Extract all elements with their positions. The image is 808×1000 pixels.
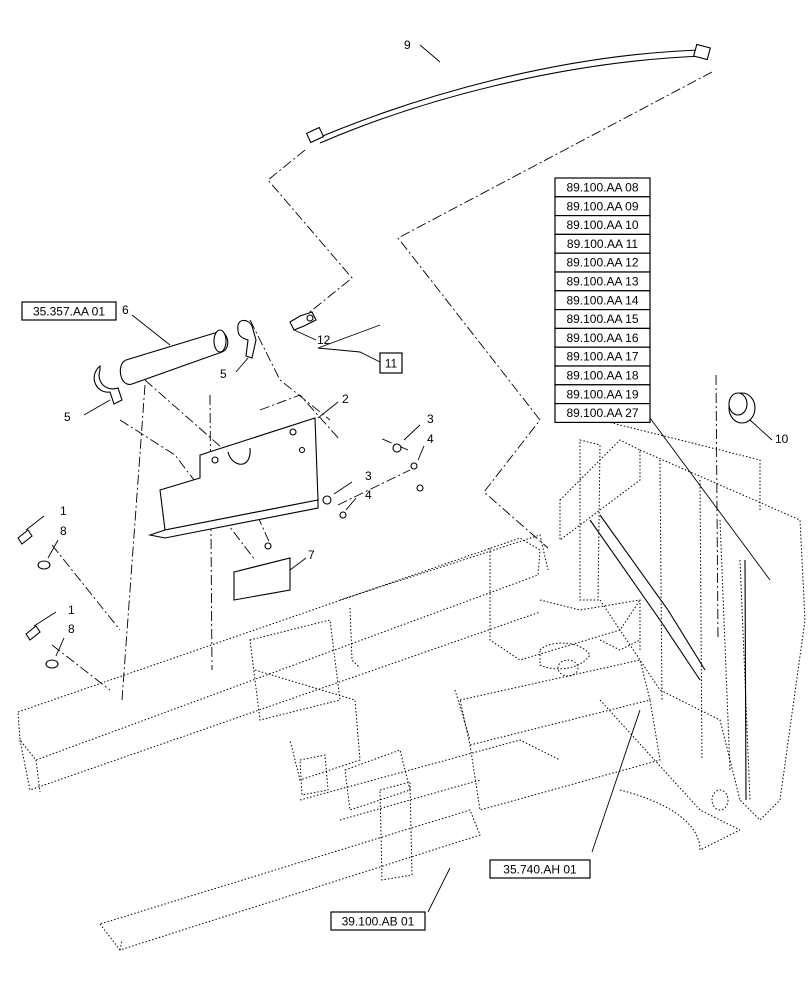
ref-label-39100: 39.100.AB 01 [342, 915, 415, 929]
ref-list-label: 89.100.AA 14 [566, 293, 638, 307]
callout-3-upper: 3 [427, 412, 434, 426]
hose-assembly-9 [305, 43, 711, 144]
ref-list-item[interactable]: 89.100.AA 19 [554, 384, 651, 405]
ref-list-label: 89.100.AA 15 [566, 312, 638, 326]
callout-7: 7 [308, 548, 315, 562]
ref-box-11[interactable]: 11 [379, 352, 403, 374]
callout-4-upper: 4 [427, 432, 434, 446]
callout-1-lower: 1 [68, 603, 75, 617]
ref-list-label: 89.100.AA 11 [567, 237, 639, 251]
ref-list-89100: 89.100.AA 08 89.100.AA 09 89.100.AA 10 89.1… [554, 177, 651, 424]
ref-list-label: 89.100.AA 12 [566, 256, 638, 270]
ref-list-item[interactable]: 89.100.AA 18 [554, 365, 651, 386]
callout-2: 2 [342, 392, 349, 406]
cap-10 [728, 392, 773, 441]
ref-list-item[interactable]: 89.100.AA 11 [554, 233, 651, 254]
ref-box-39100[interactable]: 39.100.AB 01 [330, 911, 426, 931]
ref-list-label: 89.100.AA 16 [566, 331, 638, 345]
callout-10: 10 [775, 432, 789, 446]
ref-list-item[interactable]: 89.100.AA 10 [554, 215, 651, 236]
callout-9: 9 [404, 38, 411, 52]
ref-list-label: 89.100.AA 09 [566, 199, 638, 213]
ref-list-item[interactable]: 89.100.AA 12 [554, 252, 651, 273]
ref-list-label: 89.100.AA 27 [566, 406, 638, 420]
callout-1-upper: 1 [60, 504, 67, 518]
callout-4-lower: 4 [365, 488, 372, 502]
ref-list-item[interactable]: 89.100.AA 16 [554, 327, 651, 348]
fitting-12 [289, 311, 381, 363]
leader-ref-39100 [427, 867, 451, 913]
bracket-2 [147, 401, 339, 539]
ref-label-740: 35.740.AH 01 [503, 863, 577, 877]
callout-6: 6 [122, 303, 129, 317]
ref-list-label: 89.100.AA 18 [566, 369, 638, 383]
ref-list-label: 89.100.AA 17 [566, 350, 638, 364]
ref-list-label: 89.100.AA 13 [566, 275, 638, 289]
ref-list-item[interactable]: 89.100.AA 08 [554, 177, 651, 198]
leader-ref-740 [591, 709, 641, 853]
callout-12: 12 [317, 333, 331, 347]
ref-list-label: 89.100.AA 10 [566, 218, 638, 232]
accumulator-6 [83, 314, 257, 416]
callout-3-lower: 3 [365, 469, 372, 483]
ref-list-item[interactable]: 89.100.AA 15 [554, 309, 651, 330]
callout-8-lower: 8 [68, 622, 75, 636]
ref-list-item[interactable]: 89.100.AA 17 [554, 346, 651, 367]
callout-5-lower: 5 [64, 410, 71, 424]
ref-list-label: 89.100.AA 19 [566, 387, 638, 401]
machine-frame [17, 419, 806, 951]
ref-list-item[interactable]: 89.100.AA 09 [554, 196, 651, 217]
leader-ref-list [649, 417, 771, 581]
decal-7 [233, 557, 307, 601]
ref-label-11: 11 [385, 357, 398, 371]
callout-8-upper: 8 [60, 524, 67, 538]
ref-box-740[interactable]: 35.740.AH 01 [489, 859, 591, 879]
ref-list-item[interactable]: 89.100.AA 13 [554, 271, 651, 292]
ref-list-label: 89.100.AA 08 [566, 181, 638, 195]
ref-list-item[interactable]: 89.100.AA 14 [554, 290, 651, 311]
ref-label-357: 35.357.AA 01 [33, 305, 105, 319]
phantom-lines [51, 71, 719, 701]
callout-5-upper: 5 [220, 367, 227, 381]
fasteners [17, 424, 425, 669]
callout-numbers: 9 6 12 5 5 2 3 4 3 4 1 8 7 1 8 10 [60, 38, 789, 636]
ref-box-357[interactable]: 35.357.AA 01 [21, 301, 117, 321]
ref-list-item[interactable]: 89.100.AA 27 [554, 403, 651, 424]
